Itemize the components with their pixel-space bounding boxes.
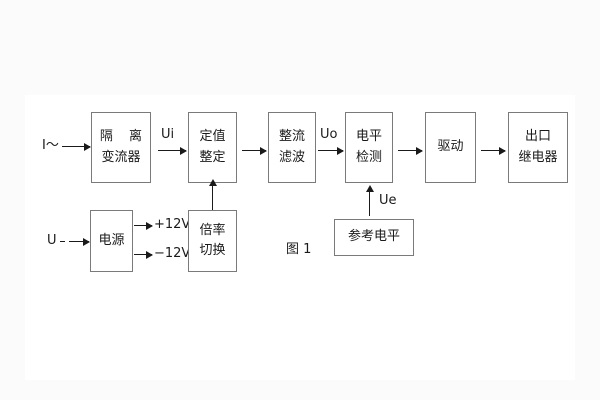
arrow-isolation-to-setting <box>158 146 187 155</box>
arrow-voltage-to-power-line <box>60 241 76 242</box>
arrow-reference-to-level <box>365 185 374 216</box>
voltage-input-label: U <box>47 233 57 248</box>
block-line: 驱动 <box>437 139 464 155</box>
block-line: 参考电平 <box>347 229 400 245</box>
block-line: 整定 <box>199 149 226 165</box>
arrow-setting-to-rectify <box>242 146 267 155</box>
block-line: 滤波 <box>278 149 305 165</box>
signal-ui-label: Ui <box>161 127 175 142</box>
block-line: 切换 <box>199 243 226 258</box>
block-output-relay[interactable]: 出口 继电器 <box>508 112 568 183</box>
block-line: 继电器 <box>518 149 558 165</box>
rail-negative-12v-label: −12V <box>154 246 191 261</box>
arrow-rectify-to-level <box>318 146 344 155</box>
rail-positive-12v-label: +12V <box>154 217 191 232</box>
block-reference-level[interactable]: 参考电平 <box>334 219 414 256</box>
signal-uo-label: Uo <box>320 127 338 142</box>
block-line: 倍率 <box>199 222 226 238</box>
current-input-label: I～ <box>42 138 59 153</box>
arrow-drive-to-output-relay <box>481 146 506 155</box>
arrow-rail-positive <box>134 221 153 230</box>
block-line: 出口 <box>524 129 551 145</box>
arrow-multiplier-to-setting <box>208 179 217 210</box>
block-line: 电平 <box>355 129 382 145</box>
block-line: 电源 <box>98 232 125 248</box>
block-setting-adjust[interactable]: 定值 整定 <box>188 112 237 183</box>
block-line: 隔 离 <box>99 129 149 145</box>
block-drive[interactable]: 驱动 <box>425 112 476 183</box>
block-line: 整流 <box>278 129 305 145</box>
block-level-detect[interactable]: 电平 检测 <box>345 112 393 183</box>
block-multiplier-switch[interactable]: 倍率 切换 <box>188 210 237 272</box>
arrow-rail-negative <box>134 250 153 259</box>
arrow-voltage-to-power <box>74 237 90 246</box>
block-power-supply[interactable]: 电源 <box>90 210 133 272</box>
arrow-level-to-drive <box>398 146 423 155</box>
block-line: 检测 <box>355 149 382 165</box>
arrow-current-to-isolation <box>62 142 91 151</box>
block-line: 变流器 <box>101 149 141 165</box>
signal-ue-label: Ue <box>379 193 397 208</box>
block-isolation-transformer[interactable]: 隔 离 变流器 <box>91 112 151 183</box>
figure-caption: 图 1 <box>286 242 312 257</box>
block-rectify-filter[interactable]: 整流 滤波 <box>268 112 316 183</box>
block-line: 定值 <box>199 129 226 145</box>
